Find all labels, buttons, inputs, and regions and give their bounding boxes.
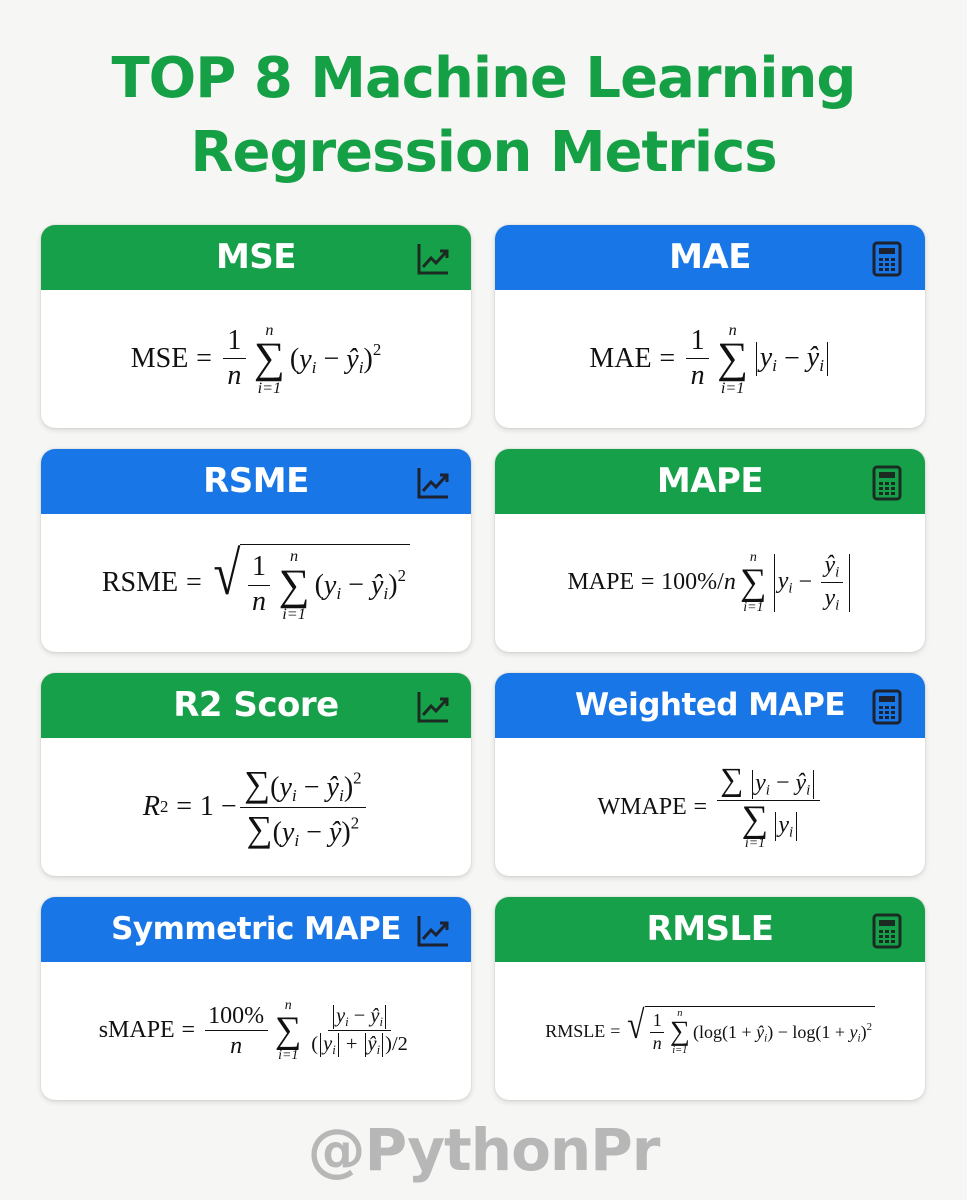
card-title: RMSLE bbox=[646, 909, 774, 949]
card-header: Weighted MAPE bbox=[495, 673, 925, 738]
line-chart-icon bbox=[417, 916, 449, 947]
card-title: MAE bbox=[669, 237, 751, 277]
card-title: MSE bbox=[215, 237, 297, 277]
line-chart-icon bbox=[417, 244, 449, 275]
card-header: RSME bbox=[41, 449, 471, 514]
card-title: Symmetric MAPE bbox=[111, 911, 401, 947]
card-header: MSE bbox=[41, 225, 471, 290]
calculator-icon bbox=[872, 913, 902, 949]
watermark: @PythonPr bbox=[307, 1116, 661, 1184]
card-header: MAE bbox=[495, 225, 925, 290]
title-line-2: Regression Metrics bbox=[190, 120, 777, 185]
calculator-icon bbox=[872, 465, 902, 501]
smape-formula: sMAPE= 100%n n∑i=1 yi − ŷi (yi + ŷi)/2 bbox=[98, 998, 408, 1063]
card-title: Weighted MAPE bbox=[574, 687, 846, 723]
card-title: R2 Score bbox=[173, 685, 339, 725]
card-header: RMSLE bbox=[495, 897, 925, 962]
page-title: TOP 8 Machine Learning Regression Metric… bbox=[0, 42, 967, 190]
card-title: RSME bbox=[203, 461, 309, 501]
card-header: MAPE bbox=[495, 449, 925, 514]
card-formula-area: sMAPE= 100%n n∑i=1 yi − ŷi (yi + ŷi)/2 bbox=[41, 962, 471, 1100]
card-header: R2 Score bbox=[41, 673, 471, 738]
calculator-icon bbox=[872, 241, 902, 277]
card-title: MAPE bbox=[656, 461, 764, 501]
line-chart-icon bbox=[417, 692, 449, 723]
calculator-icon bbox=[872, 689, 902, 725]
card-header: Symmetric MAPE bbox=[41, 897, 471, 962]
title-line-1: TOP 8 Machine Learning bbox=[111, 46, 856, 111]
line-chart-icon bbox=[417, 468, 449, 499]
card-symmetric-mape: Symmetric MAPE sMAPE= 100%n n∑i=1 yi − ŷ… bbox=[41, 897, 471, 1100]
